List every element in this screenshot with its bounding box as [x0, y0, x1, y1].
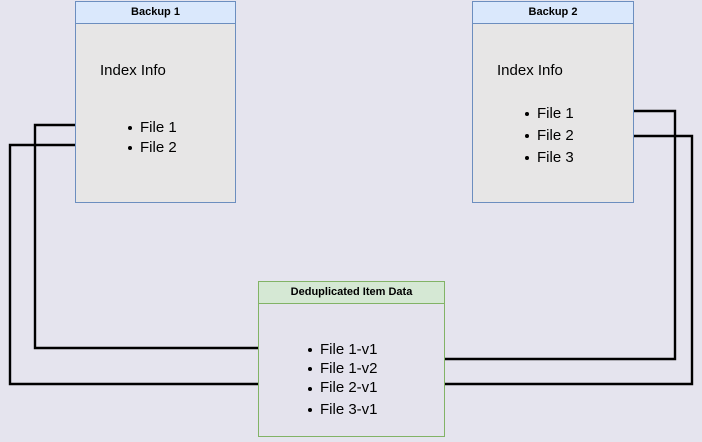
- list-item[interactable]: File 2-v1: [306, 378, 378, 400]
- backup-2-box[interactable]: Backup 2 Index Info File 1 File 2 File 3: [472, 1, 634, 203]
- backup-2-caption: Index Info: [497, 62, 563, 79]
- list-item[interactable]: File 3: [523, 147, 574, 169]
- backup-2-file-list: File 1 File 2 File 3: [523, 103, 574, 169]
- backup-1-box[interactable]: Backup 1 Index Info File 1 File 2: [75, 1, 236, 203]
- list-item[interactable]: File 2: [523, 125, 574, 147]
- list-item[interactable]: File 1-v2: [306, 359, 378, 378]
- backup-2-title: Backup 2: [473, 2, 633, 24]
- backup-1-caption: Index Info: [100, 62, 166, 79]
- list-item[interactable]: File 1: [523, 103, 574, 125]
- backup-1-title: Backup 1: [76, 2, 235, 24]
- list-item[interactable]: File 2: [126, 138, 177, 158]
- list-item[interactable]: File 1: [126, 118, 177, 138]
- list-item[interactable]: File 3-v1: [306, 400, 378, 419]
- deduplicated-item-data-box[interactable]: Deduplicated Item Data File 1-v1 File 1-…: [258, 281, 445, 437]
- backup-1-file-list: File 1 File 2: [126, 118, 177, 158]
- dedup-file-list: File 1-v1 File 1-v2 File 2-v1 File 3-v1: [306, 340, 378, 419]
- deduplicated-item-data-title: Deduplicated Item Data: [259, 282, 444, 304]
- list-item[interactable]: File 1-v1: [306, 340, 378, 359]
